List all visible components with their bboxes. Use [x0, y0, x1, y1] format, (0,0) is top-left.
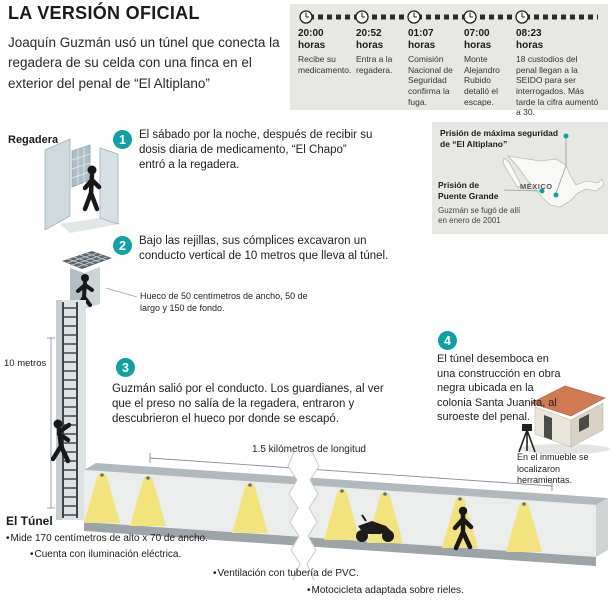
event-time: 01:07 horas — [408, 28, 436, 51]
timeline-bar — [299, 10, 598, 24]
timeline-event: 07:00 horas Monte Alejandro Rubido detal… — [464, 28, 516, 118]
timeline-events: 20:00 horas Recibe su medicamento. 20:52… — [298, 28, 600, 118]
shaft-illustration — [62, 251, 138, 309]
shaft-wall-shade — [56, 300, 62, 520]
mexico-map — [502, 133, 605, 208]
altiplano-prison-label: Prisión de máxima seguridad de “El Altip… — [440, 128, 559, 149]
event-time: 07:00 horas — [464, 28, 492, 51]
event-desc: Entra a la regadera. — [356, 54, 393, 75]
step-3-text: Guzmán salió por el conducto. Los guardi… — [112, 383, 384, 426]
intro-text: Joaquín Guzmán usó un túnel que conecta … — [8, 35, 280, 91]
timeline-event: 20:00 horas Recibe su medicamento. — [298, 28, 356, 118]
puente-leader-line — [503, 189, 543, 192]
mexico-country-label: MÉXICO — [520, 182, 553, 191]
timeline-event: 20:52 horas Entra a la regadera. — [356, 28, 408, 118]
puente-grande-map-dot — [539, 188, 545, 194]
timeline-event: 01:07 horas Comisión Nacional de Segurid… — [408, 28, 464, 118]
step-4-number: 4 — [438, 331, 457, 350]
mexico-silhouette — [506, 155, 605, 208]
event-desc: Recibe su medicamento. — [298, 54, 352, 75]
tunnel-fact-ventilation: Ventilación con tubería de PVC. — [213, 568, 359, 579]
step-1-text: El sábado por la noche, después de recib… — [139, 129, 373, 172]
altiplano-map-dot — [553, 192, 559, 198]
house-note: En el inmueble se localizaron herramient… — [517, 452, 589, 486]
step-2-number: 2 — [113, 236, 132, 255]
hueco-leader-line — [105, 287, 138, 298]
person-in-tunnel-icon — [452, 506, 474, 551]
tunnel-fact-motorcycle: Motocicleta adaptada sobre rieles. — [307, 585, 464, 596]
person-entering-shower-icon — [82, 165, 102, 212]
ladder — [62, 302, 78, 518]
tools-tripod-icon — [518, 424, 536, 453]
tunnel-title: El Túnel — [6, 514, 53, 528]
baja-peninsula — [502, 157, 522, 189]
step-1-number: 1 — [113, 130, 132, 149]
clock-icon — [355, 10, 369, 24]
clock-icon — [299, 10, 313, 24]
map-panel: Prisión de máxima seguridad de “El Altip… — [432, 122, 608, 234]
event-time: 20:52 horas — [356, 28, 384, 51]
step-4-text: El túnel desemboca en una construcción e… — [437, 353, 561, 424]
tunnel-length-label: 1.5 kilómetros de longitud — [252, 444, 366, 455]
puente-grande-note: Guzmán se fugó de allí en enero de 2001 — [438, 206, 521, 225]
altiplano-leader-line — [555, 138, 567, 194]
clock-icon — [515, 10, 529, 24]
event-time: 20:00 horas — [298, 28, 326, 51]
shaft-wall — [56, 300, 86, 520]
altiplano-label-dot — [563, 133, 569, 139]
person-climbing-ladder-icon — [50, 419, 72, 464]
event-desc: Monte Alejandro Rubido detalló el escape… — [464, 54, 500, 107]
hueco-note: Hueco de 50 centímetros de ancho, 50 de … — [140, 291, 308, 313]
tunnel-fact-light: Cuenta con iluminación eléctrica. — [30, 549, 182, 560]
step-3-number: 3 — [116, 358, 135, 377]
depth-bracket — [47, 337, 55, 509]
event-desc: Comisión Nacional de Seguridad confirma … — [408, 54, 453, 107]
page-title: LA VERSIÓN OFICIAL — [8, 3, 200, 23]
event-time: 08:23 horas — [516, 28, 544, 51]
timeline-event: 08:23 horas 18 custodios del penal llega… — [516, 28, 600, 118]
person-descending-icon — [76, 274, 94, 308]
step-2-text: Bajo las rejillas, sus cómplices excavar… — [139, 235, 389, 263]
tunnel-fact-size: Mide 170 centímetros de alto x 70 de anc… — [6, 533, 208, 544]
depth-label: 10 metros — [4, 358, 47, 369]
puente-grande-label: Prisión de Puente Grande — [438, 180, 499, 201]
shower-illustration — [44, 138, 120, 233]
clock-icon — [463, 10, 477, 24]
regadera-label: Regadera — [8, 134, 59, 146]
event-desc: 18 custodios del penal llegan a la SEIDO… — [516, 54, 599, 118]
motorcycle-icon — [356, 514, 394, 542]
tunnel-length-line — [149, 453, 553, 491]
timeline-panel: 20:00 horas Recibe su medicamento. 20:52… — [290, 4, 608, 117]
clock-icon — [407, 10, 421, 24]
tunnel-break — [288, 452, 319, 580]
